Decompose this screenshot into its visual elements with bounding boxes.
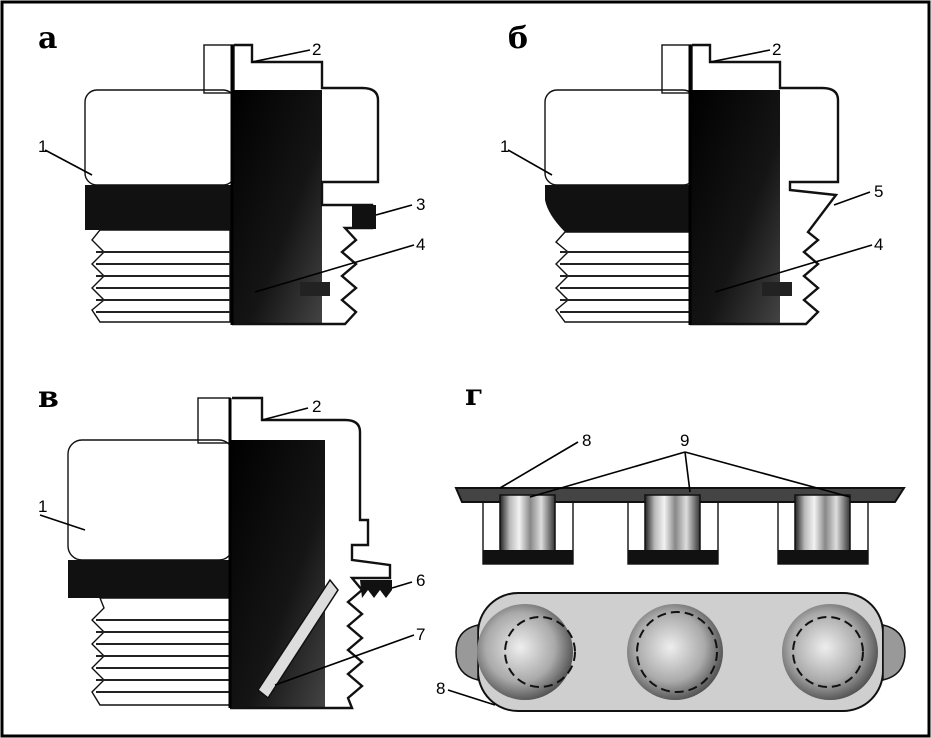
callout-5: 5: [874, 182, 883, 201]
disc-2: [627, 604, 723, 700]
plug-section-3: [777, 494, 869, 565]
section-body: [232, 43, 380, 326]
stem-exterior: [661, 44, 693, 94]
callout-4: 4: [416, 235, 425, 254]
callout-3: 3: [416, 195, 425, 214]
cap-collar: [85, 185, 235, 230]
plug-section-2: [627, 494, 719, 565]
tab-left: [455, 624, 479, 681]
seal-ring-3: [352, 205, 376, 229]
callout-8-top: 8: [582, 431, 591, 450]
callout-1: 1: [38, 137, 47, 156]
gasket-6: [360, 580, 392, 598]
cap-exterior: [67, 439, 234, 561]
stem-exterior: [203, 44, 235, 94]
panel-letter-b: б: [508, 21, 528, 56]
section-body: [690, 43, 840, 326]
panel-a: а 1 2 3 4: [38, 21, 425, 326]
callout-7: 7: [416, 625, 425, 644]
callout-1: 1: [500, 137, 509, 156]
callout-8-bottom: 8: [436, 679, 445, 698]
callout-9: 9: [680, 431, 689, 450]
panel-b: б 1 2 5 4: [500, 21, 883, 326]
thread-left: [554, 231, 693, 323]
plug-section-1: [482, 494, 574, 565]
panel-letter-v: в: [38, 380, 59, 415]
panel-g: г: [436, 378, 906, 712]
disc-1: [477, 604, 576, 700]
callout-2: 2: [312, 397, 321, 416]
cap-exterior: [84, 89, 236, 186]
callout-2: 2: [312, 40, 321, 59]
cap-collar: [68, 560, 233, 598]
callout-6: 6: [416, 571, 425, 590]
insert-4: [300, 282, 330, 296]
disc-3: [782, 604, 878, 700]
channel-7: [256, 578, 339, 700]
callout-2: 2: [772, 40, 781, 59]
callout-4: 4: [874, 235, 883, 254]
tab-right: [882, 624, 906, 681]
panel-v: в 1 2 6 7: [38, 380, 425, 710]
thread-left: [91, 597, 233, 706]
panel-letter-g: г: [465, 378, 483, 413]
thread-left: [91, 229, 231, 323]
stem-exterior: [197, 397, 231, 444]
insert-4: [762, 282, 792, 296]
callout-1: 1: [38, 497, 47, 516]
panel-letter-a: а: [38, 21, 57, 56]
cap-exterior: [544, 89, 696, 186]
cap-taper: [545, 185, 695, 232]
